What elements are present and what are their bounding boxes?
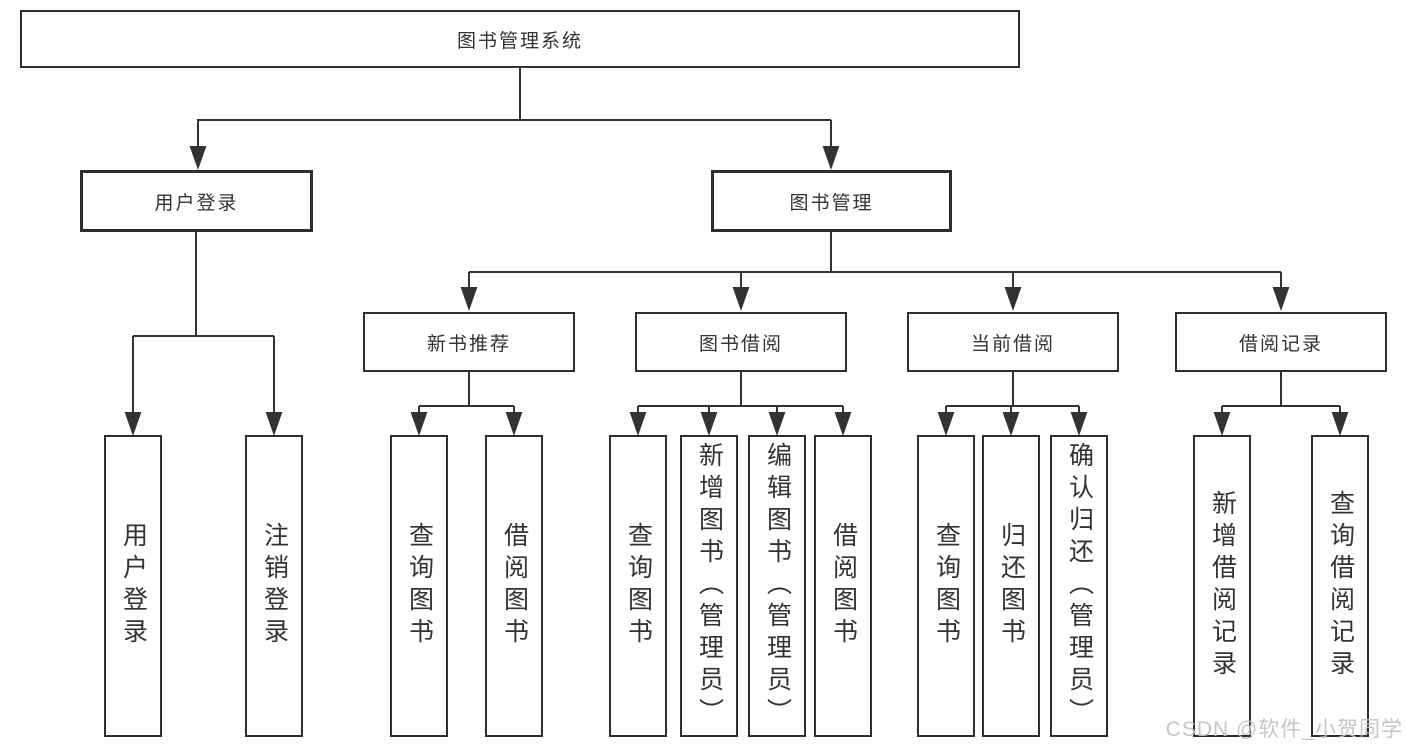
leaf-query-borrow-record: 查询借阅记录	[1311, 435, 1369, 737]
leaf-logout: 注销登录	[245, 435, 303, 737]
leaf-current-query-books: 查询图书	[917, 435, 975, 737]
leaf-add-borrow-record: 新增借阅记录	[1193, 435, 1251, 737]
leaf-edit-books-admin: 编辑图书（管理员）	[748, 435, 806, 737]
leaf-borrow-books: 借阅图书	[814, 435, 872, 737]
node-current-borrow: 当前借阅	[907, 312, 1119, 372]
node-new-book-recommend-label: 新书推荐	[426, 333, 511, 355]
connector-root	[189, 68, 840, 171]
watermark: CSDN @软件_小贺同学	[1165, 718, 1403, 741]
leaf-confirm-return-admin: 确认归还（管理员）	[1050, 435, 1108, 737]
leaf-recommend-borrow-books-label: 借阅图书	[500, 522, 529, 650]
leaf-borrow-books-label: 借阅图书	[829, 522, 858, 650]
node-book-borrow-label: 图书借阅	[698, 333, 783, 355]
connector-current-borrow	[937, 372, 1088, 437]
leaf-recommend-borrow-books: 借阅图书	[485, 435, 543, 737]
connector-borrow-records	[1213, 372, 1349, 437]
leaf-user-login: 用户登录	[104, 435, 162, 737]
connector-book-borrow	[629, 372, 852, 437]
leaf-return-books: 归还图书	[982, 435, 1040, 737]
leaf-borrow-query-books: 查询图书	[609, 435, 667, 737]
leaf-borrow-query-books-label: 查询图书	[624, 522, 653, 650]
leaf-add-books-admin-label: 新增图书（管理员）	[695, 442, 724, 730]
leaf-current-query-books-label: 查询图书	[932, 522, 961, 650]
leaf-recommend-query-books: 查询图书	[390, 435, 448, 737]
node-book-borrow: 图书借阅	[635, 312, 847, 372]
node-book-management: 图书管理	[711, 170, 952, 232]
node-current-borrow-label: 当前借阅	[970, 333, 1055, 355]
node-root-label: 图书管理系统	[456, 30, 583, 52]
node-root: 图书管理系统	[20, 10, 1020, 68]
node-user-login-label: 用户登录	[154, 192, 239, 214]
leaf-logout-label: 注销登录	[260, 522, 289, 650]
leaf-return-books-label: 归还图书	[997, 522, 1026, 650]
connector-user-login	[124, 232, 283, 437]
leaf-add-borrow-record-label: 新增借阅记录	[1208, 490, 1237, 682]
leaf-edit-books-admin-label: 编辑图书（管理员）	[763, 442, 792, 730]
node-user-login: 用户登录	[80, 170, 313, 232]
leaf-query-borrow-record-label: 查询借阅记录	[1326, 490, 1355, 682]
leaf-add-books-admin: 新增图书（管理员）	[680, 435, 738, 737]
node-book-management-label: 图书管理	[789, 192, 874, 214]
connector-new-book-recommend	[410, 372, 523, 437]
node-borrow-records: 借阅记录	[1175, 312, 1387, 372]
node-borrow-records-label: 借阅记录	[1238, 333, 1323, 355]
leaf-user-login-label: 用户登录	[119, 522, 148, 650]
node-new-book-recommend: 新书推荐	[363, 312, 575, 372]
leaf-confirm-return-admin-label: 确认归还（管理员）	[1065, 442, 1094, 730]
connector-book-management	[460, 232, 1290, 312]
leaf-recommend-query-books-label: 查询图书	[405, 522, 434, 650]
